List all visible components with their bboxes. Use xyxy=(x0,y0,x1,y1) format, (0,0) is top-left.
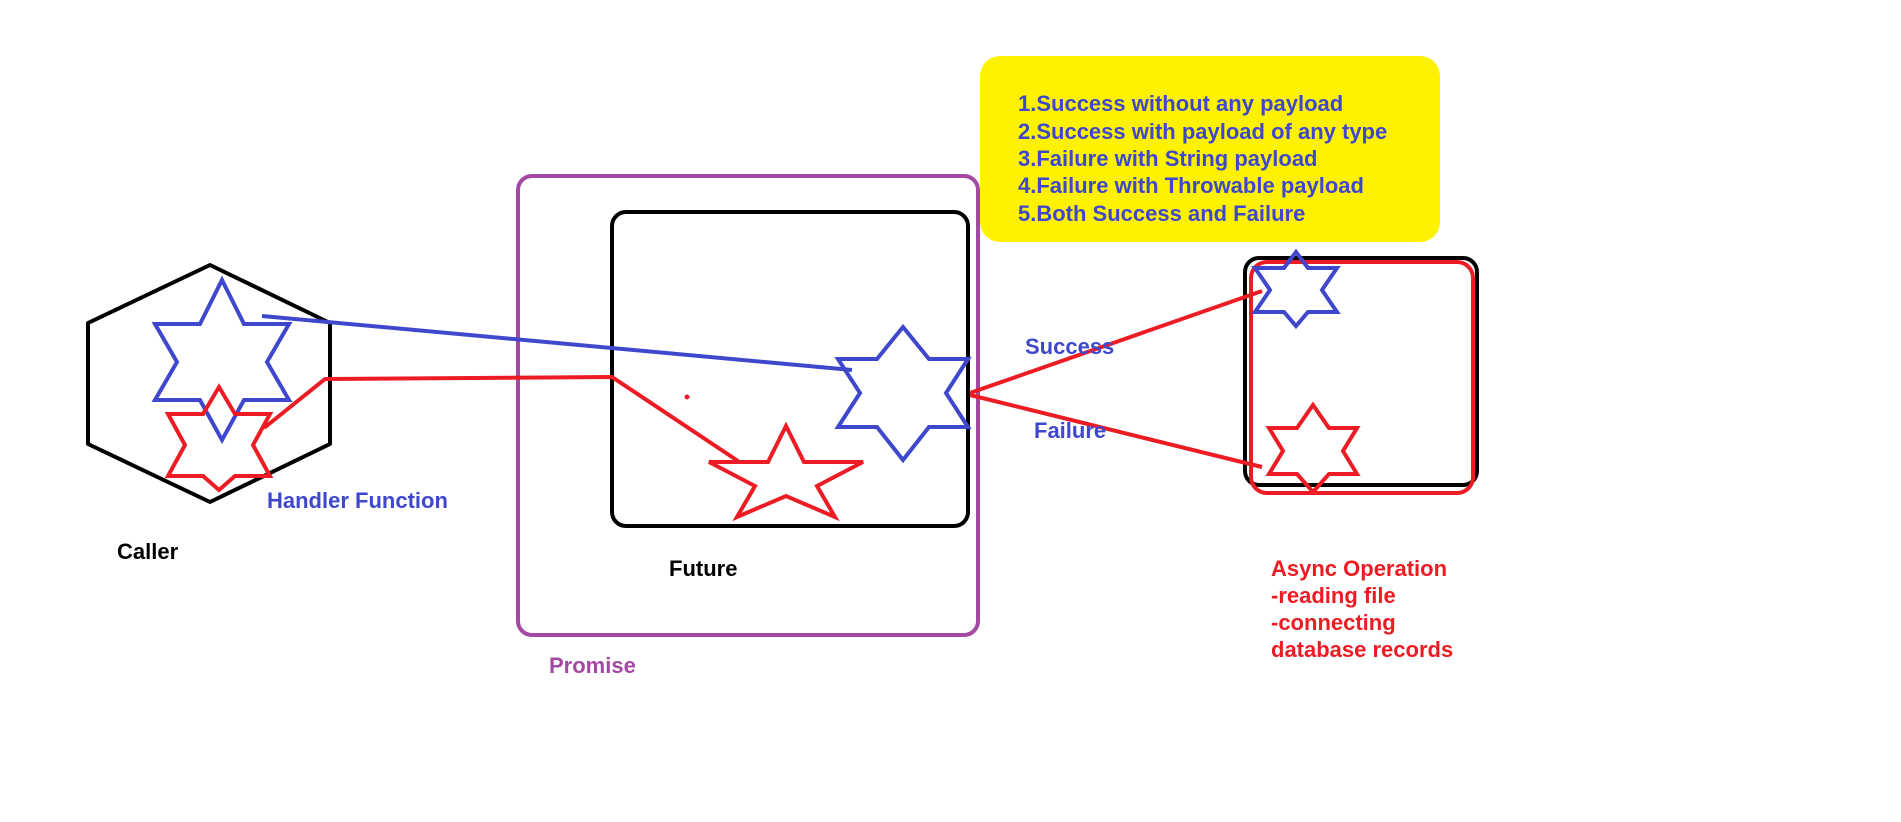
success-arrow-line xyxy=(969,289,1263,395)
note-item-1: 1.Success without any payload xyxy=(1018,91,1343,116)
async-operation-box-outline xyxy=(1243,256,1479,487)
future-box xyxy=(610,210,970,528)
async-operation-line-3: database records xyxy=(1271,637,1453,662)
failure-handler-line xyxy=(262,375,740,463)
success-handler-line xyxy=(261,314,853,372)
future-success-star-icon xyxy=(834,323,972,464)
note-item-5: 5.Both Success and Failure xyxy=(1018,201,1305,226)
note-box xyxy=(980,56,1440,242)
async-operation-line-2: -connecting xyxy=(1271,610,1396,635)
promise-box xyxy=(516,174,980,637)
caller-hexagon xyxy=(86,263,332,504)
failure-arrow-line xyxy=(969,393,1263,469)
note-item-4: 4.Failure with Throwable payload xyxy=(1018,173,1364,198)
success-label: Success xyxy=(1025,334,1114,359)
note-item-2: 2.Success with payload of any type xyxy=(1018,119,1387,144)
async-success-star-icon xyxy=(1251,248,1341,330)
async-operation-box xyxy=(1249,260,1475,495)
stray-dot xyxy=(684,394,690,400)
future-label: Future xyxy=(669,556,737,581)
promise-label: Promise xyxy=(549,653,636,678)
caller-success-star-icon xyxy=(151,275,293,445)
caller-failure-star-icon xyxy=(164,383,274,493)
handler-function-label: Handler Function xyxy=(267,488,448,513)
async-failure-star-icon xyxy=(1265,401,1361,496)
failure-label: Failure xyxy=(1034,418,1106,443)
async-operation-title: Async Operation xyxy=(1271,556,1447,581)
caller-label: Caller xyxy=(117,539,179,564)
async-operation-line-1: -reading file xyxy=(1271,583,1396,608)
future-failure-star-icon xyxy=(708,421,864,522)
note-item-3: 3.Failure with String payload xyxy=(1018,146,1318,171)
